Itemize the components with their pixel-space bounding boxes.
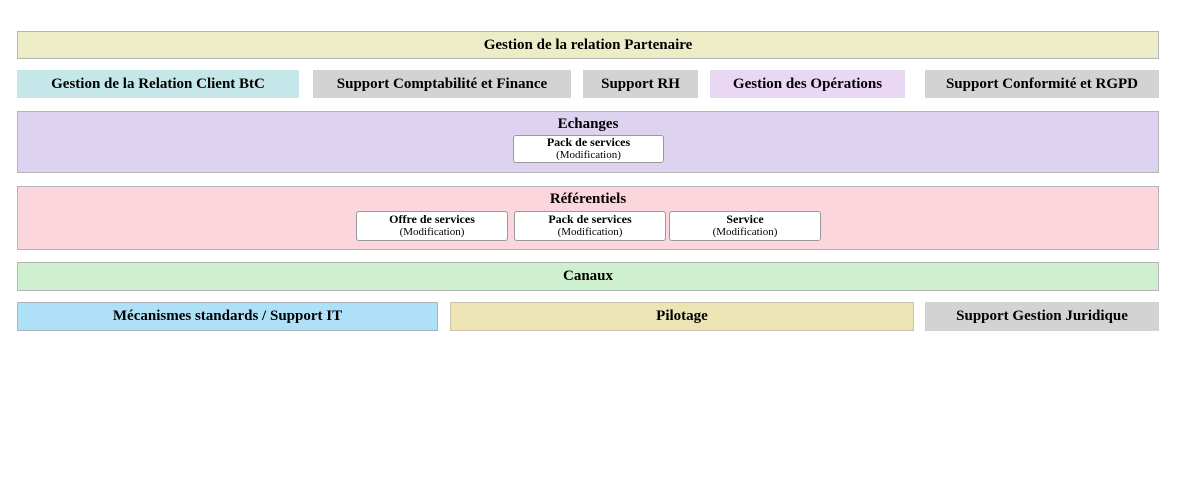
referentiels-item-service-subtitle: (Modification) bbox=[712, 226, 778, 238]
capability-client-btc-label: Gestion de la Relation Client BtC bbox=[51, 75, 265, 92]
layer-pilotage: Pilotage bbox=[450, 302, 914, 331]
layer-mecanismes-support-it: Mécanismes standards / Support IT bbox=[17, 302, 438, 331]
layer-canaux-label: Canaux bbox=[562, 268, 614, 284]
layer-echanges-title: Echanges bbox=[557, 116, 619, 132]
layer-referentiels: Référentiels Offre de services (Modifica… bbox=[17, 186, 1159, 250]
echanges-item-pack-de-services-subtitle: (Modification) bbox=[556, 149, 621, 161]
capability-conformite-rgpd-label: Support Conformité et RGPD bbox=[945, 75, 1139, 92]
layer-partner-relation-label: Gestion de la relation Partenaire bbox=[483, 36, 693, 53]
capability-client-btc: Gestion de la Relation Client BtC bbox=[17, 70, 299, 98]
layer-support-gestion-juridique-label: Support Gestion Juridique bbox=[956, 308, 1128, 324]
capability-comptabilite-finance-label: Support Comptabilité et Finance bbox=[336, 75, 548, 92]
echanges-item-pack-de-services: Pack de services (Modification) bbox=[513, 135, 664, 163]
layer-support-gestion-juridique: Support Gestion Juridique bbox=[925, 302, 1159, 331]
referentiels-item-pack-de-services: Pack de services (Modification) bbox=[514, 211, 666, 241]
layer-echanges: Echanges Pack de services (Modification) bbox=[17, 111, 1159, 173]
layer-partner-relation: Gestion de la relation Partenaire bbox=[17, 31, 1159, 59]
capability-comptabilite-finance: Support Comptabilité et Finance bbox=[313, 70, 571, 98]
layer-pilotage-label: Pilotage bbox=[656, 308, 708, 324]
referentiels-item-offre-de-services-subtitle: (Modification) bbox=[399, 226, 465, 238]
layer-referentiels-title: Référentiels bbox=[549, 191, 627, 207]
layer-canaux: Canaux bbox=[17, 262, 1159, 291]
layer-mecanismes-support-it-label: Mécanismes standards / Support IT bbox=[112, 308, 343, 324]
referentiels-item-pack-de-services-subtitle: (Modification) bbox=[557, 226, 623, 238]
capability-support-rh: Support RH bbox=[583, 70, 698, 98]
capability-gestion-operations-label: Gestion des Opérations bbox=[732, 75, 883, 92]
referentiels-item-service-title: Service bbox=[726, 212, 764, 226]
capability-support-rh-label: Support RH bbox=[601, 75, 680, 92]
referentiels-item-service: Service (Modification) bbox=[669, 211, 821, 241]
echanges-item-pack-de-services-title: Pack de services bbox=[546, 135, 631, 149]
referentiels-item-offre-de-services-title: Offre de services bbox=[389, 212, 475, 226]
referentiels-item-pack-de-services-title: Pack de services bbox=[548, 212, 632, 226]
capability-gestion-operations: Gestion des Opérations bbox=[710, 70, 905, 98]
referentiels-item-offre-de-services: Offre de services (Modification) bbox=[356, 211, 508, 241]
capability-conformite-rgpd: Support Conformité et RGPD bbox=[925, 70, 1159, 98]
